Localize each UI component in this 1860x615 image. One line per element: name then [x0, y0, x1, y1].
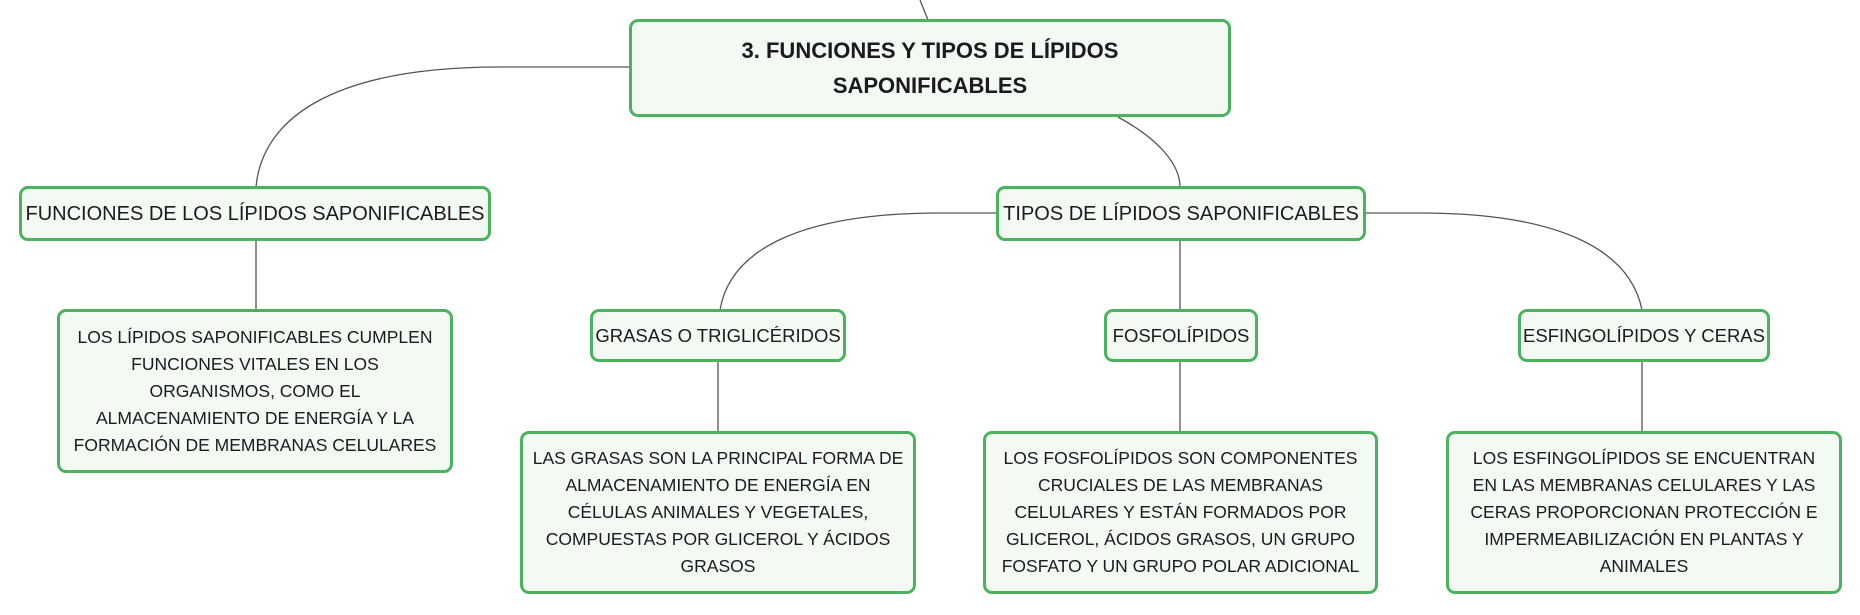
fosfolipidos-topic-label: FOSFOLÍPIDOS — [1112, 324, 1250, 346]
grasas-detail-text: LAS GRASAS SON LA PRINCIPAL FORMA DE ALM… — [532, 448, 904, 576]
grasas-topic-node[interactable]: GRASAS O TRIGLICÉRIDOS — [590, 309, 846, 362]
fosfolipidos-detail-text: LOS FOSFOLÍPIDOS SON COMPONENTES CRUCIAL… — [1001, 448, 1360, 576]
connector-root-to-tipos — [1117, 116, 1181, 188]
root-topic-label: 3. FUNCIONES Y TIPOS DE LÍPIDOS SAPONIFI… — [741, 38, 1119, 98]
funciones-topic-node[interactable]: FUNCIONES DE LOS LÍPIDOS SAPONIFICABLES — [19, 186, 491, 241]
connector-tipos-to-esfingolipidos — [1365, 212, 1643, 311]
funciones-topic-label: FUNCIONES DE LOS LÍPIDOS SAPONIFICABLES — [25, 202, 485, 225]
esfingolipidos-detail-node[interactable]: LOS ESFINGOLÍPIDOS SE ENCUENTRAN EN LAS … — [1446, 431, 1842, 594]
funciones-detail-node[interactable]: LOS LÍPIDOS SAPONIFICABLES CUMPLEN FUNCI… — [57, 309, 453, 473]
connector-root-to-funciones — [255, 66, 632, 188]
fosfolipidos-topic-node[interactable]: FOSFOLÍPIDOS — [1104, 309, 1258, 362]
grasas-topic-label: GRASAS O TRIGLICÉRIDOS — [595, 324, 841, 346]
funciones-detail-text: LOS LÍPIDOS SAPONIFICABLES CUMPLEN FUNCI… — [73, 326, 437, 455]
connector-tipos-to-grasas — [719, 212, 998, 311]
fosfolipidos-detail-node[interactable]: LOS FOSFOLÍPIDOS SON COMPONENTES CRUCIAL… — [983, 431, 1378, 594]
root-topic-node[interactable]: 3. FUNCIONES Y TIPOS DE LÍPIDOS SAPONIFI… — [629, 19, 1231, 117]
connector-parent-to-root — [919, 0, 929, 21]
esfingolipidos-topic-node[interactable]: ESFINGOLÍPIDOS Y CERAS — [1518, 309, 1770, 362]
grasas-detail-node[interactable]: LAS GRASAS SON LA PRINCIPAL FORMA DE ALM… — [520, 431, 916, 594]
esfingolipidos-topic-label: ESFINGOLÍPIDOS Y CERAS — [1523, 324, 1765, 346]
esfingolipidos-detail-text: LOS ESFINGOLÍPIDOS SE ENCUENTRAN EN LAS … — [1470, 448, 1818, 576]
tipos-topic-node[interactable]: TIPOS DE LÍPIDOS SAPONIFICABLES — [996, 186, 1366, 241]
tipos-topic-label: TIPOS DE LÍPIDOS SAPONIFICABLES — [1003, 202, 1359, 225]
